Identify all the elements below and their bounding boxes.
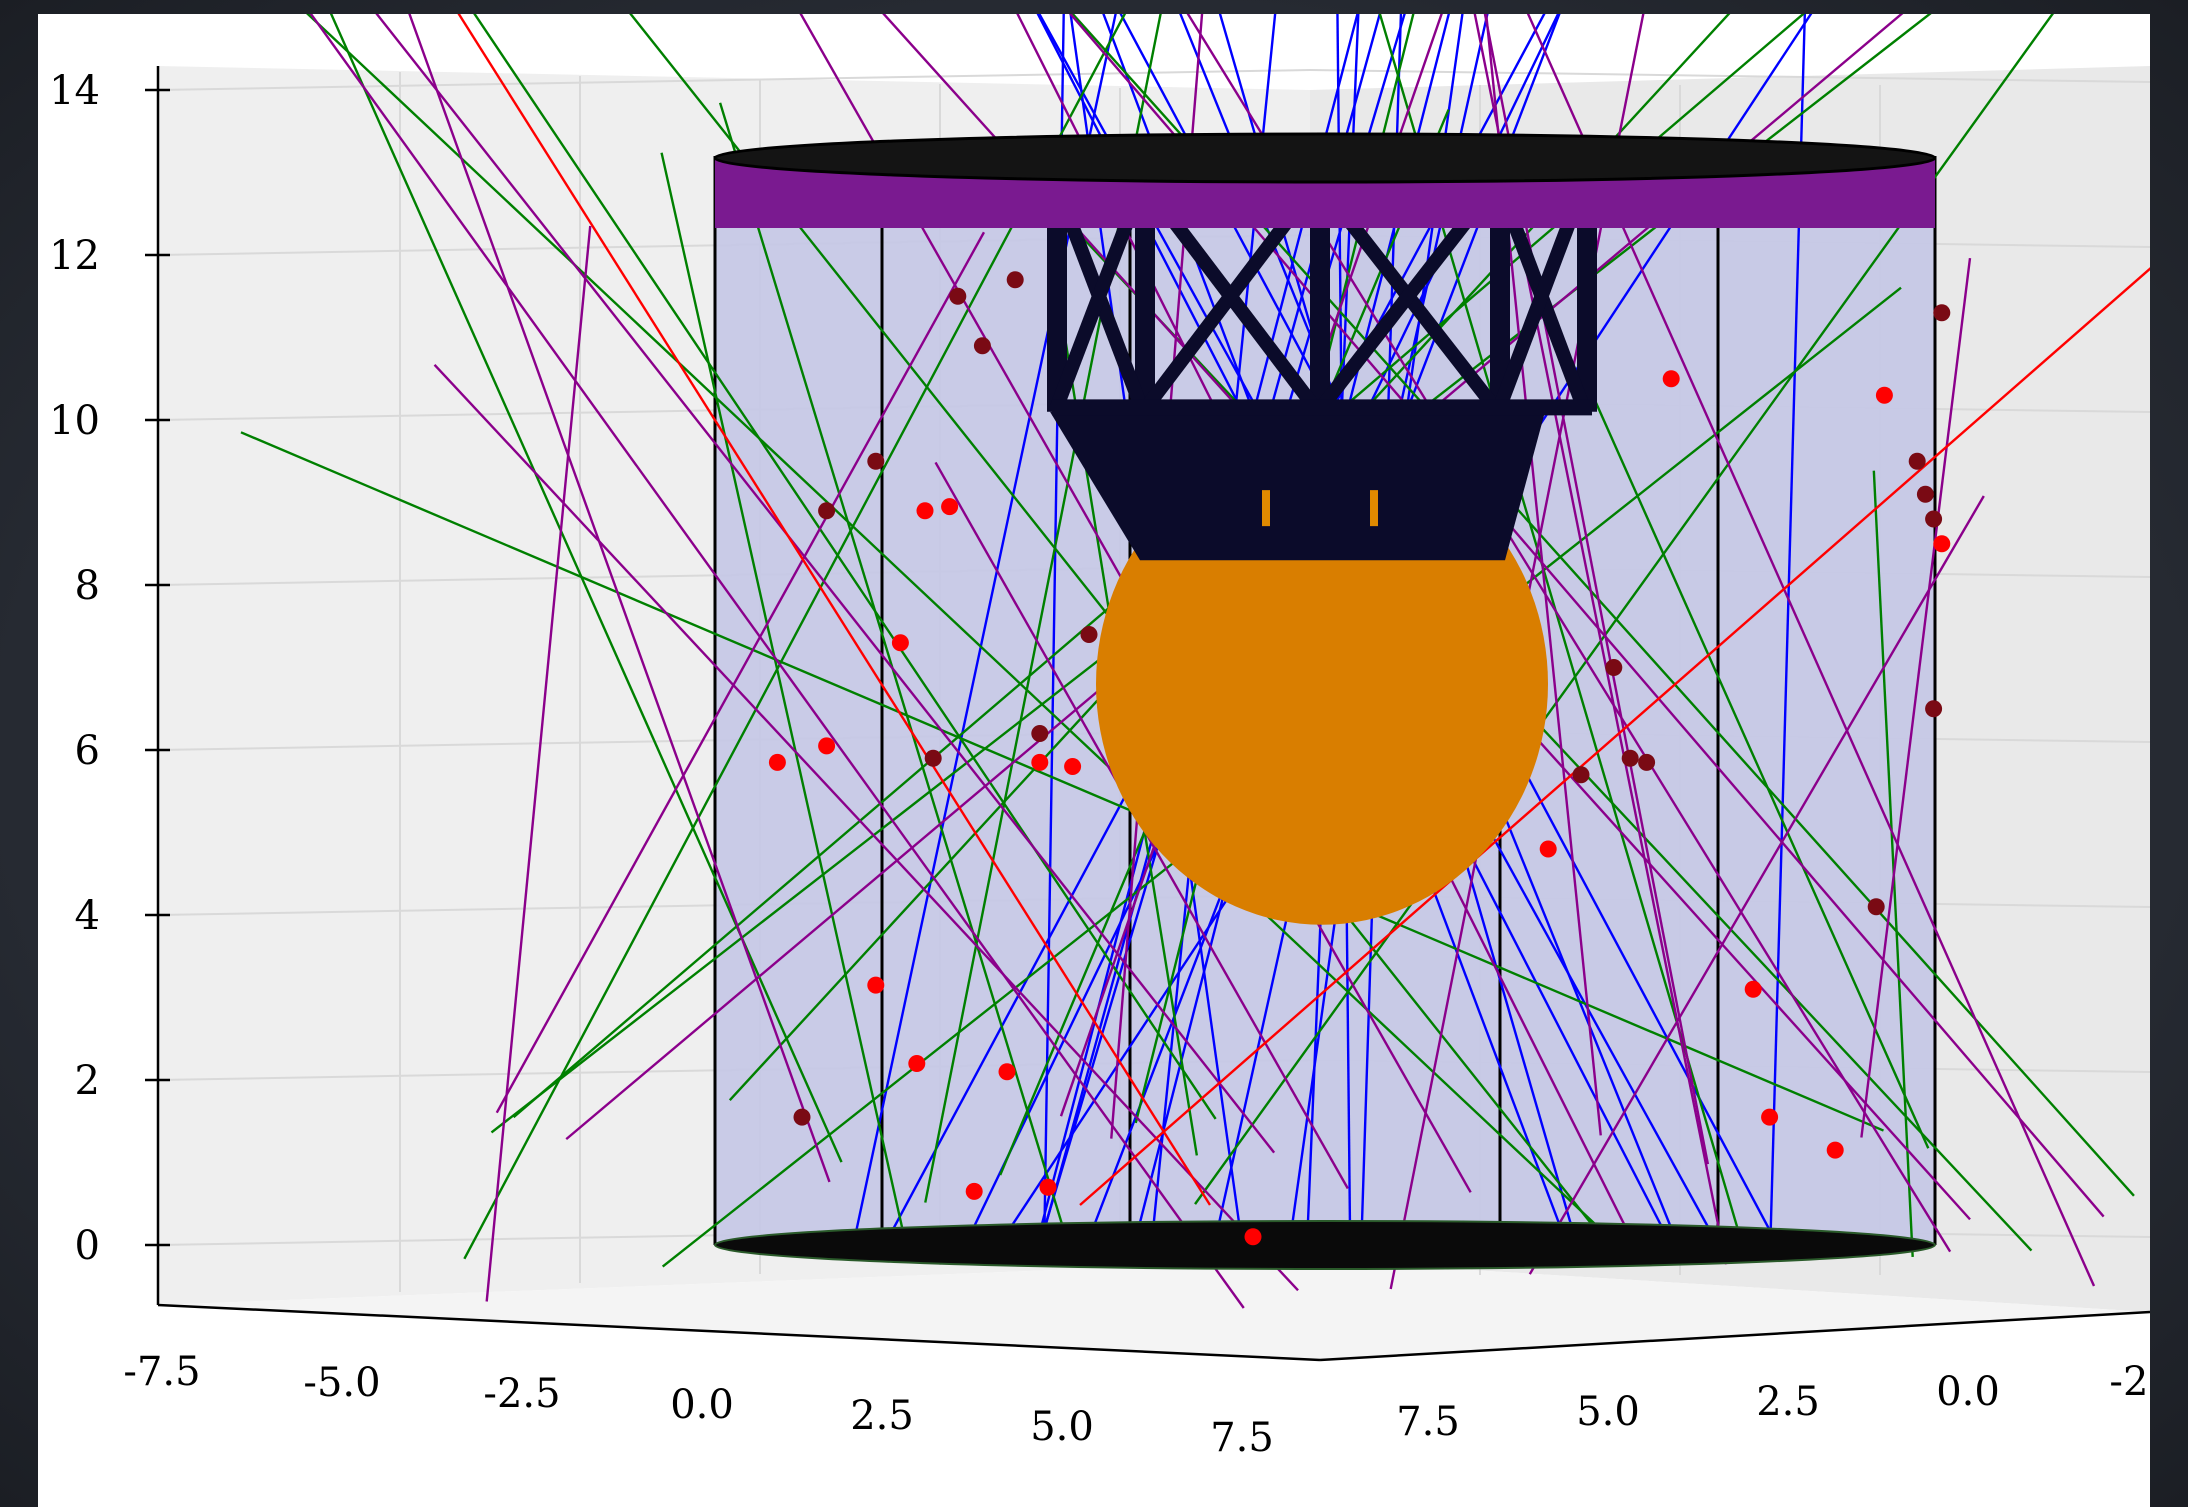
z-tick-label: 6 [75,728,100,774]
trajectory-line [718,102,1063,1224]
x-tick-label: -5.0 [303,1360,380,1406]
data-point-front [1826,1141,1844,1159]
data-point-front [1039,1178,1057,1196]
trajectory-line [1860,258,1972,1138]
data-point-back [1933,304,1951,322]
floor [158,1260,2150,1360]
z-tick-label: 10 [49,398,100,444]
data-point-front [998,1063,1016,1081]
data-point-back [1916,485,1934,503]
y-tick-label: 7.5 [1396,1399,1460,1445]
z-tick-label: 12 [49,233,100,279]
x-tick-label: -2.5 [483,1371,560,1417]
data-point-back [1638,753,1656,771]
y-tick-label: 2.5 [1756,1379,1820,1425]
trajectory-line [306,14,1609,1237]
data-point-front [1933,535,1951,553]
trajectory-line [1528,495,1985,1275]
data-point-front [1662,370,1680,388]
frame-post [1310,180,1330,412]
trajectory-line [660,152,911,1262]
data-point-front [1244,1228,1262,1246]
data-point-back [949,287,967,305]
x-tick-label: -7.5 [123,1349,200,1395]
trajectory-line [433,363,1299,1292]
data-point-front [818,737,836,755]
trajectory-line [495,231,986,1114]
trajectory-line [1872,470,1914,1258]
z-tick-label: 0 [75,1223,100,1269]
trajectory-line [408,14,831,1183]
frame-beam [1052,399,1592,416]
trajectory-line [473,14,1217,1120]
x-tick-label: 2.5 [850,1393,914,1439]
x-tick-label: 0.0 [670,1382,734,1428]
trajectory-line [240,431,1884,1132]
data-point-back [1031,725,1049,742]
frame-post [1577,180,1597,412]
trajectory-line [375,14,1276,1154]
x-tick-label: 5.0 [1030,1404,1094,1450]
frame-post [1135,180,1155,412]
data-point-front [965,1182,983,1200]
data-point-back [1621,749,1639,767]
sphere-body [1096,443,1548,925]
data-point-front [1875,386,1893,404]
data-point-front [1031,753,1049,771]
data-point-back [1908,452,1926,470]
bottom-ring-cap [714,1220,1936,1270]
trajectory-line [457,14,1212,1206]
data-point-front [1064,758,1082,775]
data-point-back [793,1108,811,1126]
frame-nozzle [1262,490,1270,527]
points-front [768,370,1951,1246]
data-point-front [891,634,909,652]
data-point-front [1744,980,1762,998]
axis-ticks: 0 2 4 6 8 10 12 14 -7.5 -5.0 -2.5 0.0 2.5 5.0 7.5 7.5 5.… [49,68,2186,1461]
data-point-back [818,502,836,520]
z-tick-label: 4 [75,893,100,939]
data-point-front [867,976,885,994]
points-back [793,271,1951,1126]
z-tick-label: 2 [75,1058,100,1104]
data-point-back [1006,271,1024,289]
data-point-front [1761,1108,1779,1126]
y-tick-label: 0.0 [1936,1369,2000,1415]
grid-line-horizontal [157,69,1311,91]
y-tick-label: -2.5 [2109,1359,2186,1405]
z-tick-label: 8 [75,563,100,609]
data-point-back [867,452,885,470]
z-tick-label: 14 [49,68,100,114]
data-point-back [1925,700,1943,718]
data-point-front [916,502,934,520]
trajectory-line [1079,267,2150,1206]
trajectory-line [1577,363,1930,1149]
trajectory-line [485,225,592,1302]
data-point-front [768,753,786,771]
data-point-back [1925,510,1943,528]
cylinder-rings [713,132,1937,1270]
data-point-back [1080,626,1098,643]
frame-nozzle [1370,490,1378,527]
frame-post [1047,180,1067,412]
top-ring-cap [713,132,1937,184]
data-point-front [908,1055,926,1072]
data-point-back [1572,766,1590,784]
x-tick-label: 7.5 [1210,1415,1274,1461]
data-point-back [973,337,991,355]
data-point-back [1867,898,1885,916]
y-tick-label: 5.0 [1576,1389,1640,1435]
sphere [1096,443,1548,925]
axes [156,66,2150,1362]
trajectory-line [309,14,1245,1309]
frame-base [1050,411,1545,561]
data-point-front [941,498,959,516]
trajectory-line [329,14,843,1163]
data-point-back [924,749,942,767]
data-point-back [1605,659,1623,676]
data-point-front [1539,840,1557,858]
frame-post [1490,180,1510,412]
